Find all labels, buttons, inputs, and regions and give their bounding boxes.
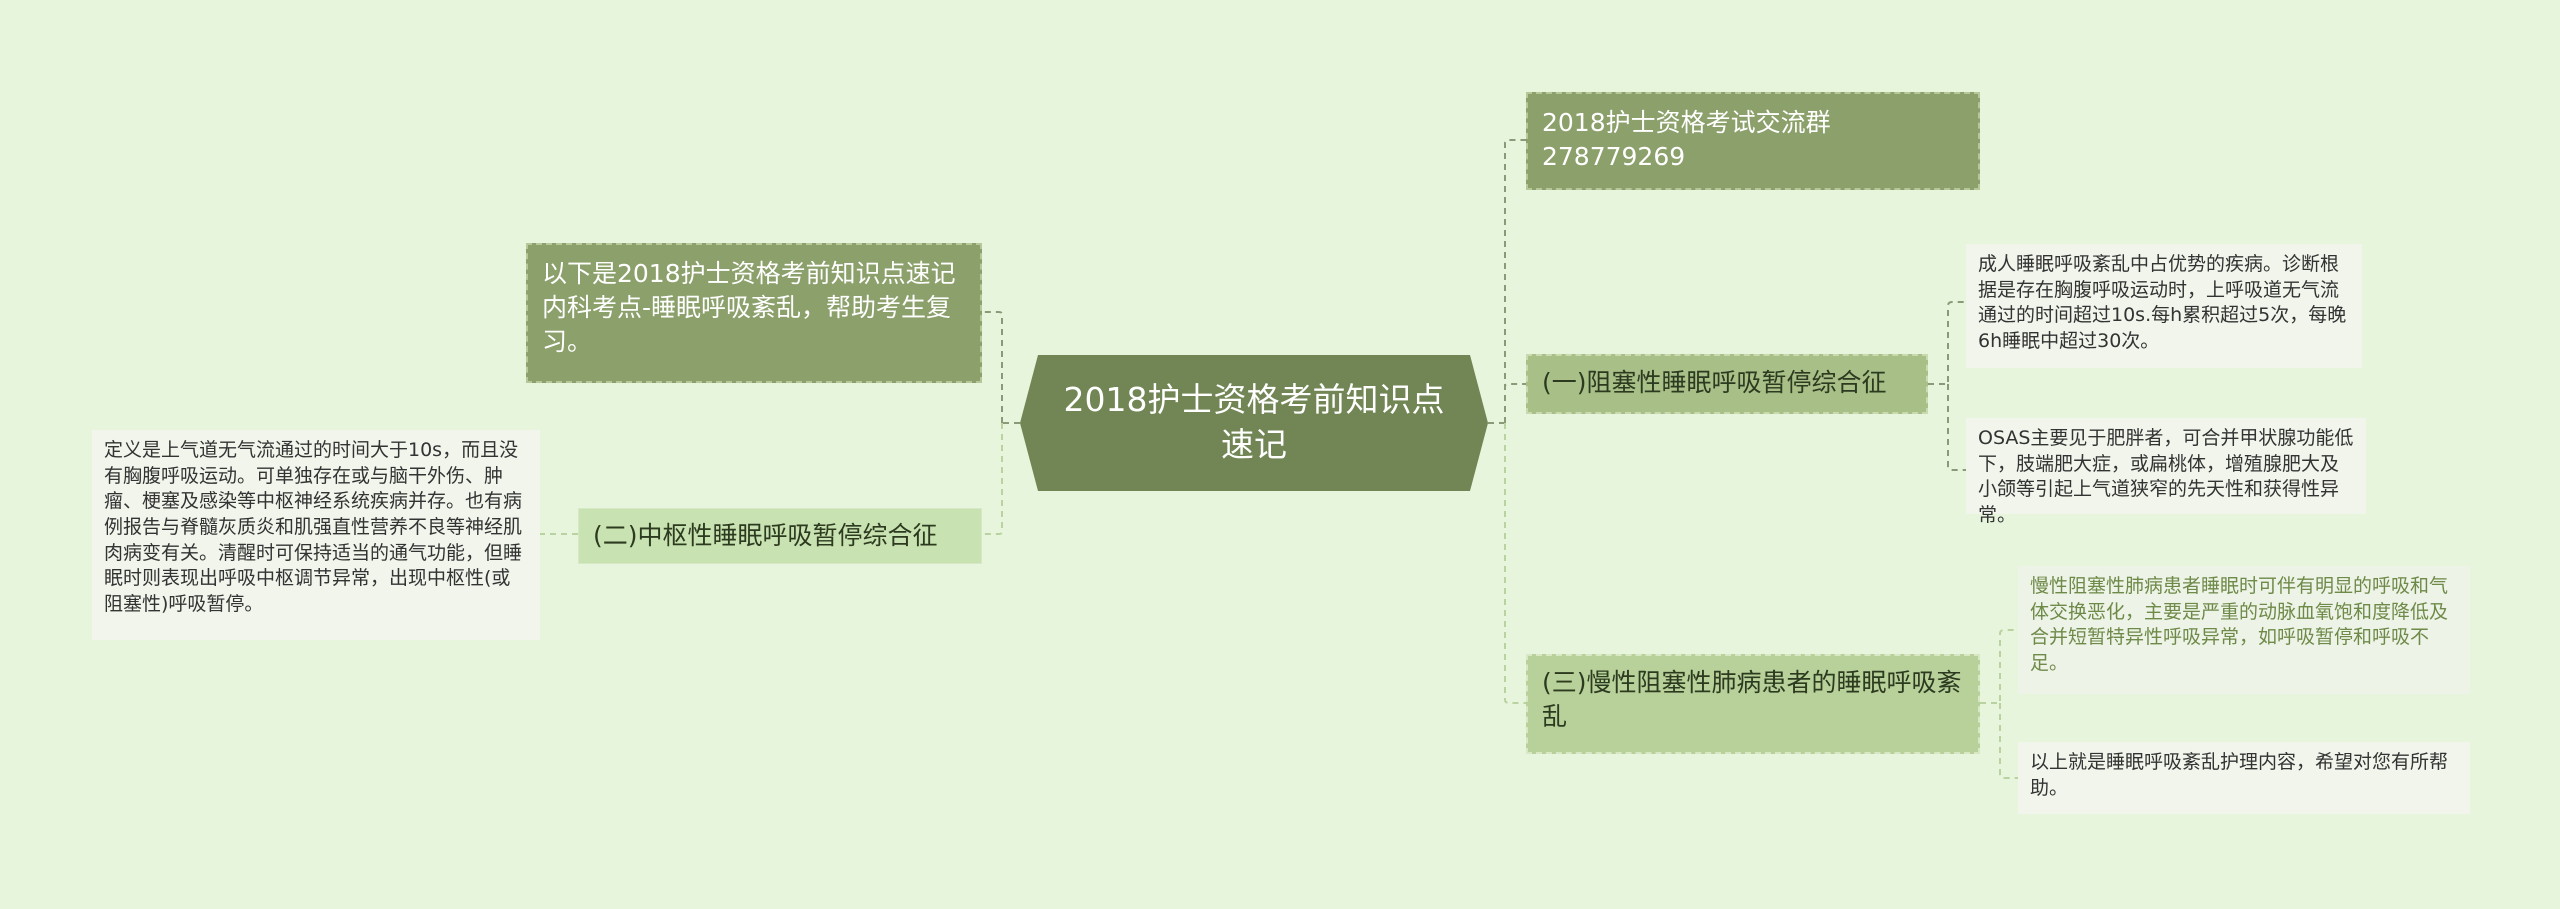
intro-node-label: 以下是2018护士资格考前知识点速记内科考点-睡眠呼吸紊乱，帮助考生复习。 bbox=[542, 259, 956, 356]
group-chat-node[interactable]: 2018护士资格考试交流群278779269 bbox=[1526, 92, 1980, 190]
connector-right-obstructive bbox=[1504, 383, 1526, 423]
obstructive-detail-1-text: 成人睡眠呼吸紊乱中占优势的疾病。诊断根据是存在胸腹呼吸运动时，上呼吸道无气流通过… bbox=[1978, 253, 2347, 352]
connector-copd-detail-2 bbox=[1999, 703, 2018, 779]
copd-sleep-node[interactable]: (三)慢性阻塞性肺病患者的睡眠呼吸紊乱 bbox=[1526, 654, 1980, 754]
central-apnea-label: (二)中枢性睡眠呼吸暂停综合征 bbox=[593, 521, 938, 550]
obstructive-apnea-label: (一)阻塞性睡眠呼吸暂停综合征 bbox=[1542, 368, 1887, 397]
connector-copd-detail-1 bbox=[1980, 629, 2018, 704]
obstructive-apnea-node[interactable]: (一)阻塞性睡眠呼吸暂停综合征 bbox=[1526, 354, 1928, 414]
group-chat-label: 2018护士资格考试交流群278779269 bbox=[1542, 108, 1831, 171]
obstructive-detail-2: OSAS主要见于肥胖者，可合并甲状腺功能低下，肢端肥大症，或扁桃体，增殖腺肥大及… bbox=[1966, 418, 2366, 526]
connector-obstructive-detail-1 bbox=[1928, 301, 1966, 385]
copd-detail-2-text: 以上就是睡眠呼吸紊乱护理内容，希望对您有所帮助。 bbox=[2030, 751, 2449, 799]
intro-node[interactable]: 以下是2018护士资格考前知识点速记内科考点-睡眠呼吸紊乱，帮助考生复习。 bbox=[526, 243, 982, 383]
central-apnea-detail: 定义是上气道无气流通过的时间大于10s，而且没有胸腹呼吸运动。可单独存在或与脑干… bbox=[92, 430, 540, 640]
connector-right-copd bbox=[1504, 423, 1526, 704]
copd-detail-2: 以上就是睡眠呼吸紊乱护理内容，希望对您有所帮助。 bbox=[2018, 742, 2470, 814]
copd-detail-1: 慢性阻塞性肺病患者睡眠时可伴有明显的呼吸和气体交换恶化，主要是严重的动脉血氧饱和… bbox=[2018, 566, 2470, 694]
connector-obstructive-detail-2 bbox=[1947, 384, 1966, 471]
copd-sleep-label: (三)慢性阻塞性肺病患者的睡眠呼吸紊乱 bbox=[1542, 668, 1962, 731]
connector-left-central bbox=[982, 423, 1003, 535]
connector-right-trunk-dark bbox=[1504, 139, 1526, 423]
obstructive-detail-1: 成人睡眠呼吸紊乱中占优势的疾病。诊断根据是存在胸腹呼吸运动时，上呼吸道无气流通过… bbox=[1966, 244, 2362, 368]
center-topic[interactable]: 2018护士资格考前知识点速记 bbox=[1020, 355, 1488, 491]
central-apnea-node[interactable]: (二)中枢性睡眠呼吸暂停综合征 bbox=[578, 508, 982, 564]
central-apnea-detail-text: 定义是上气道无气流通过的时间大于10s，而且没有胸腹呼吸运动。可单独存在或与脑干… bbox=[104, 439, 523, 615]
center-topic-label: 2018护士资格考前知识点速记 bbox=[1063, 380, 1445, 464]
copd-detail-1-text: 慢性阻塞性肺病患者睡眠时可伴有明显的呼吸和气体交换恶化，主要是严重的动脉血氧饱和… bbox=[2030, 575, 2449, 674]
connector-left-intro bbox=[982, 311, 1003, 423]
obstructive-detail-2-text: OSAS主要见于肥胖者，可合并甲状腺功能低下，肢端肥大症，或扁桃体，增殖腺肥大及… bbox=[1978, 427, 2354, 526]
